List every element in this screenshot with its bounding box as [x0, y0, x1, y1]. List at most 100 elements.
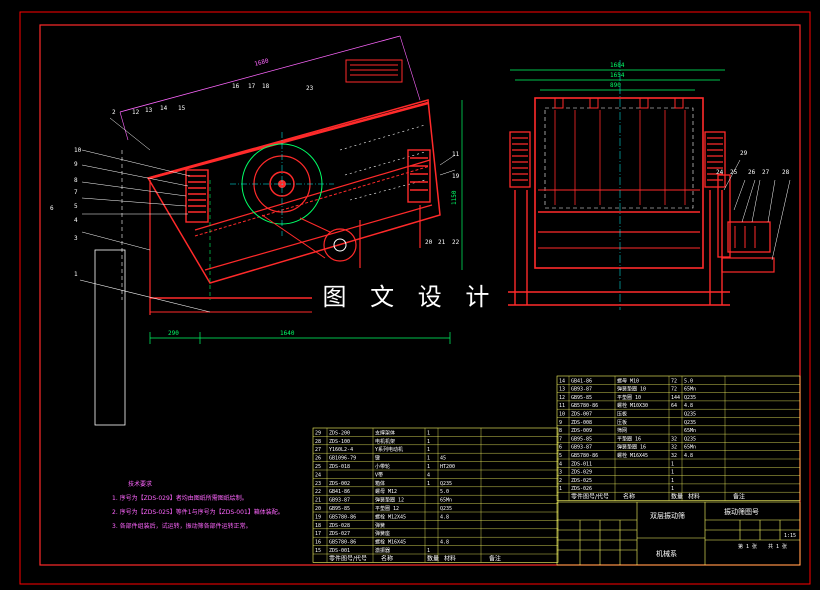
table-cell: 4 — [559, 461, 562, 467]
table-cell: 21 — [315, 498, 321, 504]
table-cell: 弹簧座 — [375, 530, 390, 537]
callout-number: 8 — [74, 177, 78, 184]
callout-number: 6 — [50, 205, 54, 212]
front-view — [508, 60, 791, 310]
callout-number: 28 — [782, 169, 790, 176]
table-cell: ZDS-026 — [571, 486, 592, 492]
table-cell: 12 — [559, 395, 565, 401]
table-cell: Q235 — [684, 412, 696, 418]
table-cell: 7 — [559, 436, 562, 442]
table-cell: 1 — [671, 486, 674, 492]
table-cell: 32 — [671, 453, 677, 459]
table-cell: 72 — [671, 387, 677, 393]
motor-pulley — [323, 228, 357, 262]
table-cell: 65Mn — [684, 445, 696, 451]
table-header-cell: 材料 — [444, 554, 456, 562]
table-cell: 11 — [559, 403, 565, 409]
table-cell: 24 — [315, 472, 321, 478]
table-cell: GB41-86 — [329, 489, 350, 495]
callout-number: 9 — [74, 161, 78, 168]
table-cell: 20 — [315, 506, 321, 512]
callout-number: 29 — [740, 150, 748, 157]
table-header-cell: 材料 — [688, 493, 700, 501]
table-cell: 1 — [427, 439, 430, 445]
table-cell: ZDS-002 — [329, 481, 350, 487]
table-cell: Y160L2-4 — [329, 447, 353, 453]
table-cell: ZDS-029 — [571, 470, 592, 476]
callout-number: 19 — [452, 173, 460, 180]
watermark: 图 文 设 计 — [320, 278, 500, 316]
table-cell: ZDS-011 — [571, 461, 592, 467]
title-name: 双层振动筛 — [650, 511, 685, 520]
dim-side-height: 1150 — [451, 190, 458, 205]
inner-frame — [39, 24, 801, 566]
table-cell: 压板 — [617, 411, 627, 418]
table-cell: 1 — [671, 461, 674, 467]
table-cell: 22 — [315, 489, 321, 495]
table-header-cell: 数量 — [671, 493, 683, 501]
table-cell: 72 — [671, 378, 677, 384]
table-cell: 筛网 — [617, 427, 627, 434]
table-cell: ZDS-100 — [329, 439, 350, 445]
table-cell: Q235 — [684, 420, 696, 426]
dim-side-top: 1680 — [254, 57, 270, 68]
table-header-cell: 名称 — [381, 554, 393, 562]
note-line: 2. 序号为【ZDS-025】等件1与序号为【ZDS-001】箱体装配。 — [112, 509, 284, 516]
table-cell: 4.8 — [684, 453, 693, 459]
table-cell: 6 — [559, 445, 562, 451]
table-cell: 65Mn — [684, 428, 696, 434]
table-cell: 1 — [427, 447, 430, 453]
table-cell: GB5780-86 — [329, 514, 356, 520]
table-header-cell: 备注 — [489, 554, 501, 562]
table-cell: GB41-86 — [571, 378, 592, 384]
table-cell: 箱体 — [375, 480, 385, 487]
table-cell: 14 — [559, 378, 565, 384]
table-cell: 45 — [440, 456, 446, 462]
table-header-cell: 零件图号/代号 — [329, 554, 367, 562]
table-cell: GB95-85 — [329, 506, 350, 512]
table-cell: ZDS-007 — [571, 412, 592, 418]
table-cell: 15 — [315, 548, 321, 554]
table-cell: V带 — [375, 472, 383, 478]
table-cell: 23 — [315, 481, 321, 487]
table-header-cell: 备注 — [733, 493, 745, 501]
dim-front-w3: 890 — [610, 82, 621, 89]
table-cell: 螺栓 M12X45 — [375, 513, 406, 520]
technical-notes: 技术要求 1. 序号为【ZDS-029】者均由图纸所需图纸绘制。 2. 序号为【… — [112, 478, 312, 534]
table-cell: 32 — [671, 445, 677, 451]
table-cell: 螺栓 M10X30 — [617, 402, 648, 409]
callout-number: 11 — [452, 151, 460, 158]
table-cell: ZDS-009 — [571, 428, 592, 434]
callout-number: 16 — [232, 83, 240, 90]
table-cell: 1 — [427, 456, 430, 462]
table-cell: 28 — [315, 439, 321, 445]
screen-box — [146, 99, 441, 284]
callout-number: 4 — [74, 217, 78, 224]
callout-number: 15 — [178, 105, 186, 112]
table-cell: 1 — [427, 464, 430, 470]
table-cell: Q235 — [684, 436, 696, 442]
table-cell: 16 — [315, 540, 321, 546]
callout-number: 10 — [74, 147, 82, 154]
table-cell: ZDS-001 — [329, 548, 350, 554]
title-scale: 1:15 — [784, 533, 796, 539]
table-cell: 4.8 — [440, 514, 449, 520]
callout-number: 7 — [74, 189, 78, 196]
table-cell: 65Mn — [440, 498, 452, 504]
title-sheets: 共 1 张 — [768, 543, 787, 550]
callout-number: 5 — [74, 203, 78, 210]
table-header-cell: 数量 — [427, 554, 439, 562]
callout-number: 14 — [160, 105, 168, 112]
table-cell: GB93-87 — [571, 445, 592, 451]
callout-number: 25 — [730, 169, 738, 176]
side-view — [79, 35, 463, 426]
table-cell: Q235 — [440, 481, 452, 487]
note-line: 1. 序号为【ZDS-029】者均由图纸所需图纸绘制。 — [112, 495, 248, 502]
table-cell: 25 — [315, 464, 321, 470]
table-cell: 1 — [559, 486, 562, 492]
title-company: 机械系 — [656, 549, 677, 558]
